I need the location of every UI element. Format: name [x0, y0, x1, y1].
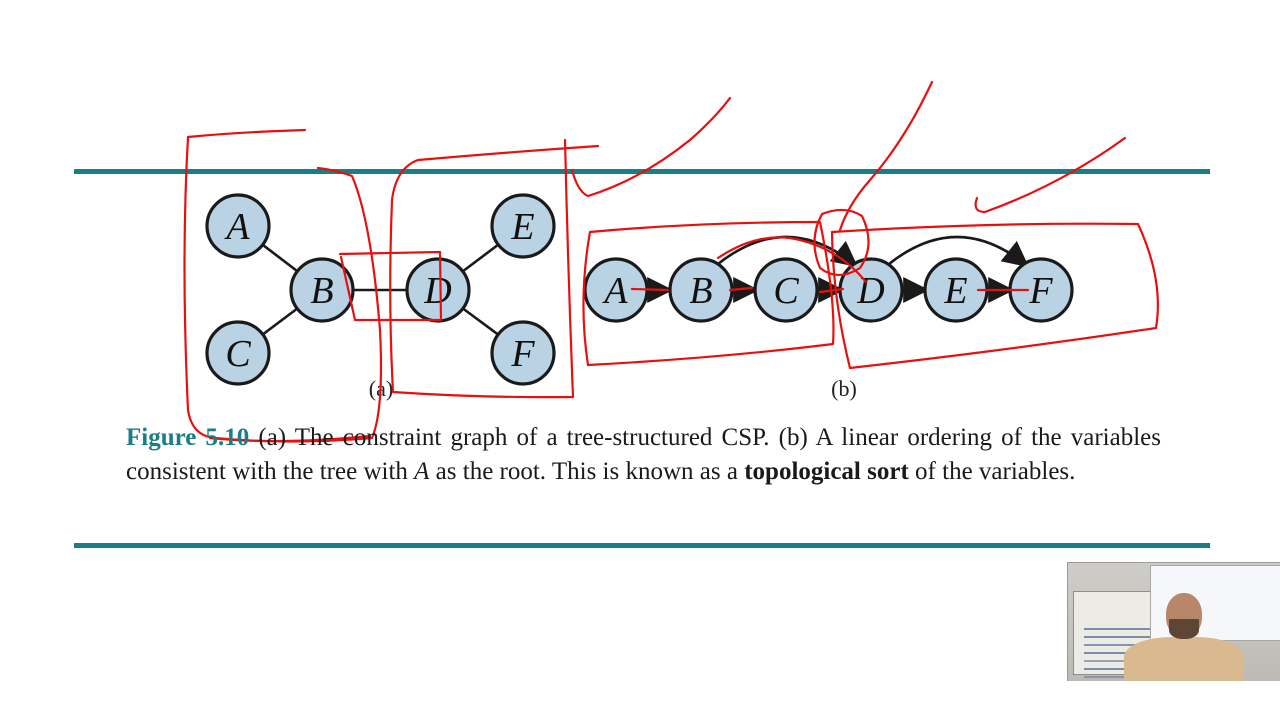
- webcam-presenter-beard: [1169, 619, 1199, 639]
- node-label: B: [310, 270, 333, 312]
- node-a: A: [205, 193, 271, 259]
- figure-b-graph: A B C D E F (b): [583, 235, 1074, 401]
- node-e: E: [490, 193, 556, 259]
- node-d: D: [405, 257, 471, 323]
- ink-check-3: [974, 136, 1127, 214]
- webcam-presenter-body: [1124, 637, 1244, 681]
- ink-box-right-cluster: [389, 138, 600, 399]
- figure-number: Figure 5.10: [126, 424, 250, 451]
- node-b-e: E: [923, 257, 989, 323]
- node-b-d: D: [838, 257, 904, 323]
- ink-check-2: [838, 80, 934, 232]
- ink-edge-b-c: [728, 286, 754, 292]
- ink-check-1: [570, 96, 732, 198]
- bottom-rule: [74, 543, 1210, 548]
- node-c: C: [205, 320, 271, 386]
- node-label: E: [510, 206, 534, 248]
- ink-strike-figure-label: [208, 434, 372, 443]
- node-label: B: [689, 270, 712, 312]
- ink-arc-b-to-d: [716, 236, 868, 284]
- presenter-webcam: [1067, 562, 1280, 681]
- node-label: F: [510, 333, 535, 375]
- ink-box-def: [830, 222, 1159, 370]
- ink-loop-d: [813, 208, 870, 277]
- caption-bold-term: topological sort: [744, 458, 909, 485]
- node-b-c: C: [753, 257, 819, 323]
- node-label: E: [943, 270, 967, 312]
- caption-text-2: as the root. This is known as a: [429, 458, 745, 485]
- node-b-b: B: [668, 257, 734, 323]
- node-b-f: F: [1008, 257, 1074, 323]
- node-label: C: [225, 333, 251, 375]
- node-label: A: [601, 270, 628, 312]
- arc-d-to-f: [888, 235, 1030, 268]
- node-b-a: A: [583, 257, 649, 323]
- caption-text-3: of the variables.: [908, 458, 1076, 485]
- figure-caption: Figure 5.10 (a) The constraint graph of …: [126, 421, 1161, 489]
- figure-a-graph: A C B D E F (a): [205, 193, 556, 401]
- node-b: B: [289, 257, 355, 323]
- ink-box-bd-link: [338, 250, 443, 322]
- red-ink-annotations: [183, 80, 1159, 443]
- caption-italic-var: A: [414, 458, 430, 485]
- node-label: D: [423, 270, 451, 312]
- node-label: F: [1028, 270, 1053, 312]
- caption-text-1: (a) The constraint graph of a tree-struc…: [126, 424, 1161, 485]
- figure-b-sublabel: (b): [831, 376, 857, 401]
- ink-box-abc: [582, 220, 835, 367]
- ink-edge-a-b: [630, 287, 670, 292]
- node-label: A: [223, 206, 250, 248]
- node-label: C: [773, 270, 799, 312]
- node-f: F: [490, 320, 556, 386]
- ink-edge-c-d: [818, 287, 845, 294]
